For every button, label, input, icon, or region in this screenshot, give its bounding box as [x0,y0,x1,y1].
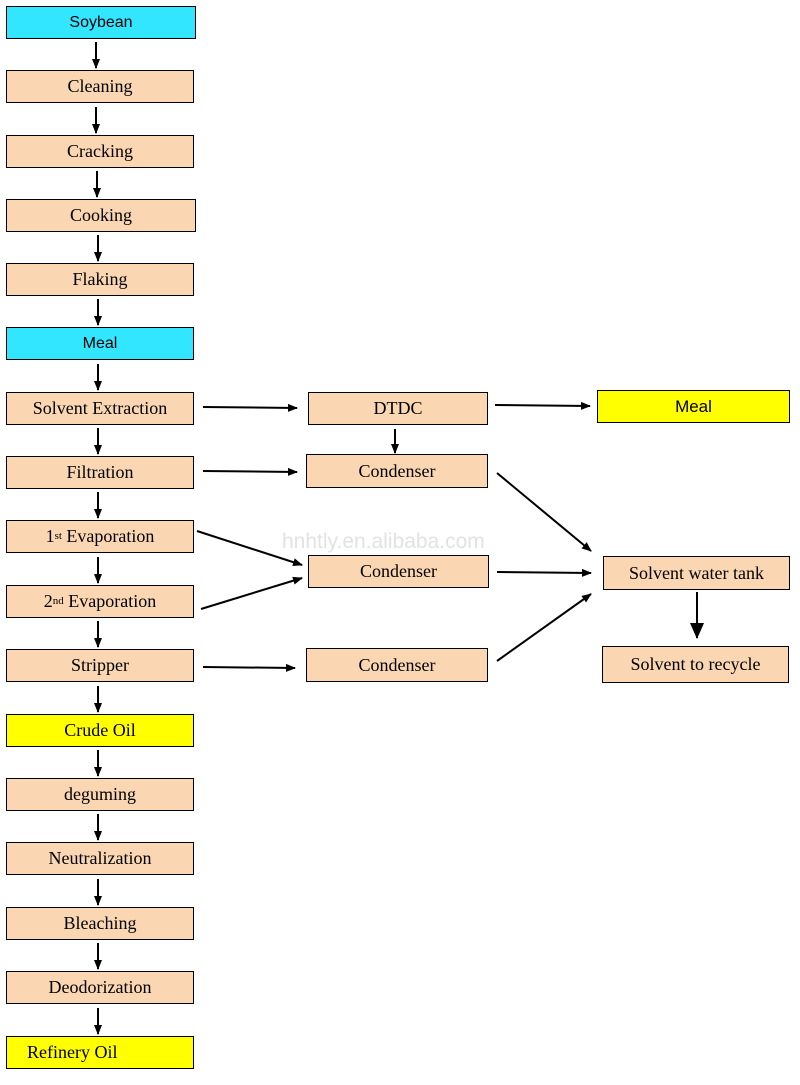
condenser-1-box: Condenser [306,454,488,488]
cleaning-box: Cleaning [6,70,194,103]
solvent-water-tank-box: Solvent water tank [603,556,790,590]
bleaching-box: Bleaching [6,907,194,940]
condenser-3-box: Condenser [306,648,488,682]
refinery-oil-box: Refinery Oil [6,1036,194,1069]
soybean-box: Soybean [6,6,196,39]
watermark: hnhtly.en.alibaba.com [282,530,485,553]
cracking-box: Cracking [6,135,194,168]
arrow-stripper-condenser3 [202,663,296,672]
arrow-filtration-condenser1 [202,467,298,476]
neutralization-box: Neutralization [6,842,194,875]
stripper-box: Stripper [6,649,194,682]
evaporation-2-label: Evaporation [68,591,157,611]
filtration-box: Filtration [6,456,194,489]
meal-box: Meal [6,327,194,360]
arrow-dtdc-meal [494,401,591,410]
arrow-condenser2-tank [496,568,592,577]
arrow-condenser1-tank [496,472,592,552]
condenser-2-box: Condenser [308,555,489,588]
evaporation-2-number: 2 [43,591,53,611]
arrow-evap2-condenser2 [200,576,303,610]
solvent-extraction-box: Solvent Extraction [6,392,194,425]
meal-output-box: Meal [597,390,790,423]
evaporation-1-number: 1 [45,526,55,546]
degumming-box: deguming [6,778,194,811]
flaking-box: Flaking [6,263,194,296]
cooking-box: Cooking [6,199,196,232]
arrow-extraction-dtdc [202,403,298,412]
crude-oil-box: Crude Oil [6,714,194,747]
solvent-to-recycle-box: Solvent to recycle [602,646,789,683]
arrow-condenser3-tank [496,593,592,662]
deodorization-box: Deodorization [6,971,194,1004]
evaporation-1-label: Evaporation [66,526,155,546]
dtdc-box: DTDC [308,392,488,425]
